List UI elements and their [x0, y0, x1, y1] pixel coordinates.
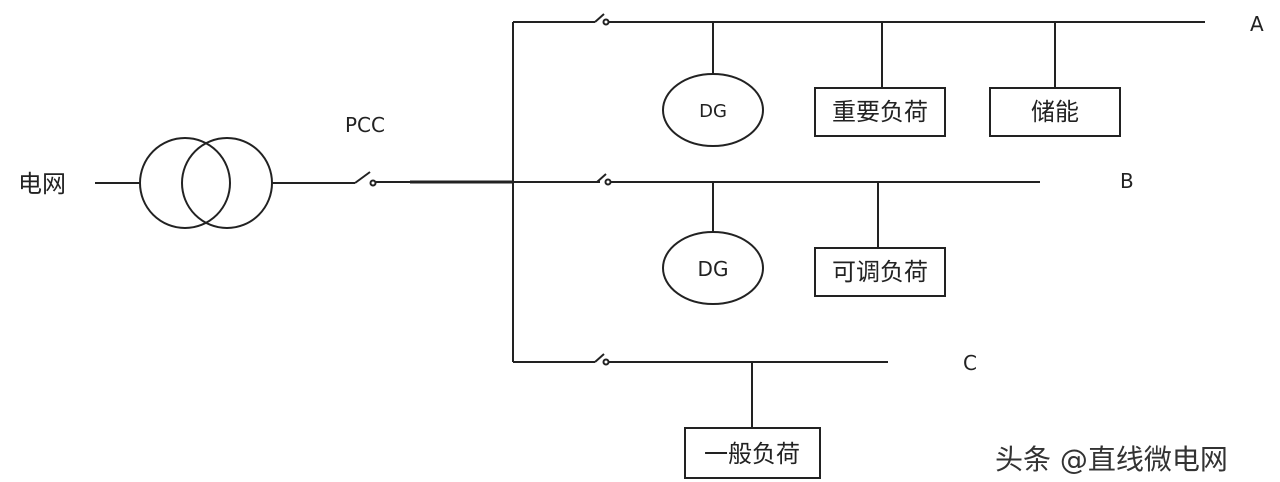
dg-b-label: DG	[698, 257, 729, 281]
general-load-label: 一般负荷	[704, 440, 800, 468]
pcc-switch-icon	[354, 171, 377, 187]
transformer-icon	[139, 137, 273, 229]
adjustable-load-label: 可调负荷	[832, 258, 928, 286]
dg-b	[662, 231, 764, 305]
switch-b-icon	[596, 173, 612, 186]
grid-label: 电网	[18, 170, 66, 198]
critical-load-box	[814, 87, 946, 137]
critical-load-label: 重要负荷	[832, 98, 928, 126]
pcc-label: PCC	[345, 113, 385, 137]
general-load-box	[684, 427, 821, 479]
adjustable-load-box	[814, 247, 946, 297]
switch-c-icon	[594, 353, 610, 366]
dg-a-label: DG	[699, 101, 727, 122]
feeder-c-label: C	[963, 351, 977, 375]
dg-a	[662, 73, 764, 147]
feeder-b-label: B	[1120, 169, 1134, 193]
switch-a-icon	[594, 13, 610, 26]
watermark: 头条 @直线微电网	[995, 443, 1228, 476]
feeder-a-label: A	[1250, 12, 1264, 36]
storage-box	[989, 87, 1121, 137]
storage-label: 储能	[1031, 98, 1079, 126]
